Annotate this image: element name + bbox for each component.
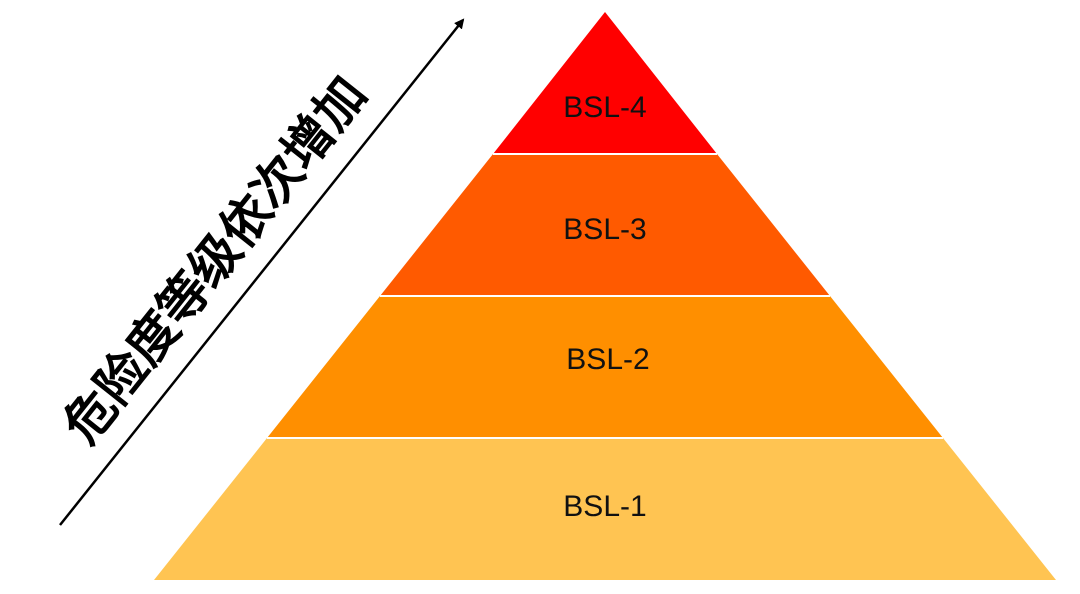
tier-label-bsl-2: BSL-2 (566, 343, 649, 376)
risk-increase-arrow (59, 18, 465, 526)
pyramid-tier-bsl-2 (267, 296, 943, 438)
pyramid-tier-bsl-1 (154, 438, 1056, 580)
pyramid-tier-bsl-4 (493, 12, 717, 154)
tier-label-bsl-3: BSL-3 (563, 213, 646, 246)
tier-label-bsl-4: BSL-4 (563, 91, 646, 124)
tier-label-bsl-1: BSL-1 (563, 490, 646, 523)
pyramid-tier-bsl-3 (380, 154, 830, 296)
pyramid: BSL-4 BSL-3 BSL-2 BSL-1 (154, 12, 1056, 580)
